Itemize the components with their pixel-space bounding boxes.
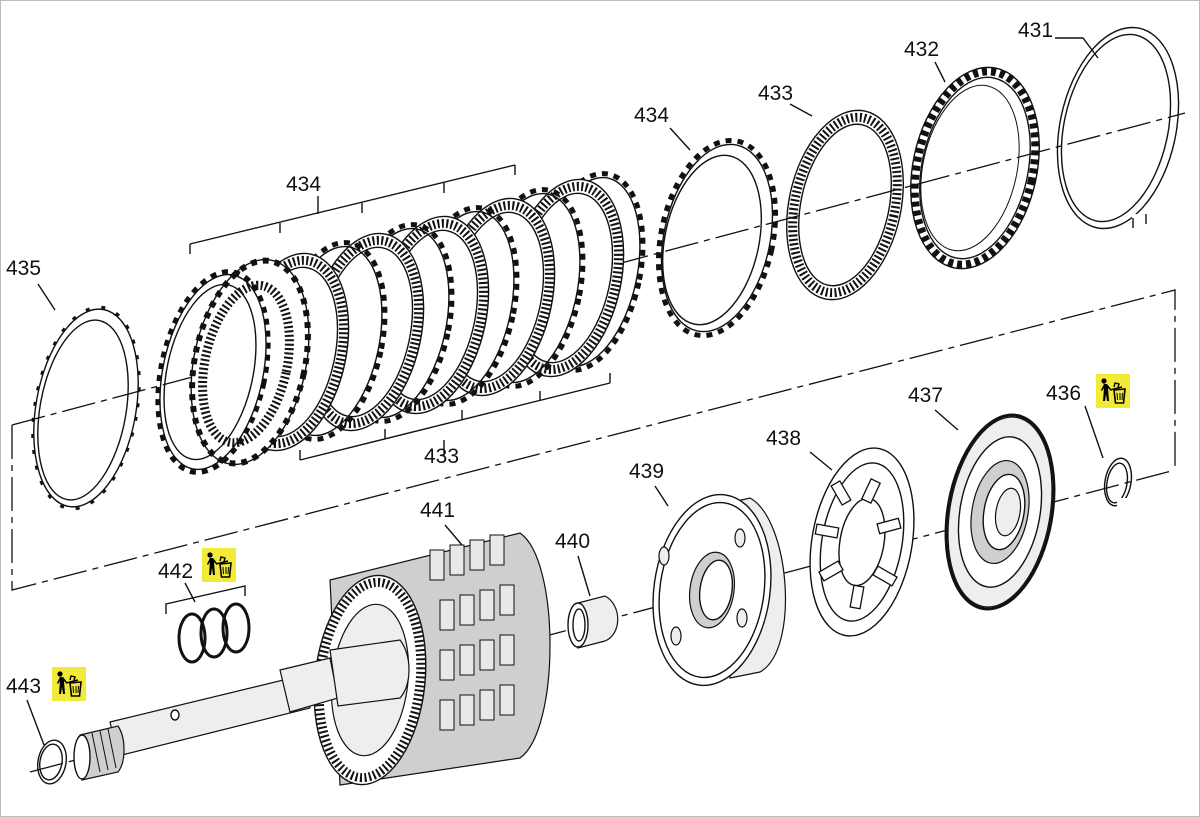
callout-437: 437 <box>908 384 943 407</box>
callout-431: 431 <box>1018 19 1053 42</box>
callout-438: 438 <box>766 427 801 450</box>
part-443-snap-ring <box>36 739 68 785</box>
part-441-input-drum-shaft <box>73 532 551 786</box>
callout-433-pack: 433 <box>424 445 459 468</box>
clutch-pack <box>155 164 646 475</box>
callout-439: 439 <box>629 460 664 483</box>
part-439-housing <box>652 493 786 687</box>
callout-labels: 431 432 433 434 434 435 433 436 437 438 … <box>6 19 1081 698</box>
leader-lines <box>26 37 1104 746</box>
callout-434-single: 434 <box>634 104 669 127</box>
callout-434-pack: 434 <box>286 173 321 196</box>
part-435-pressure-plate <box>31 305 141 511</box>
part-434-steel-plate <box>655 137 779 339</box>
discard-icon <box>1096 374 1130 408</box>
part-438-spring-plate <box>809 447 915 637</box>
callout-443: 443 <box>6 675 41 698</box>
callout-436: 436 <box>1046 382 1081 405</box>
upper-assembly <box>11 26 1186 511</box>
callout-432: 432 <box>904 38 939 61</box>
lower-assembly <box>29 413 1176 786</box>
callout-441: 441 <box>420 499 455 522</box>
callout-440: 440 <box>555 530 590 553</box>
part-431-snap-ring <box>1056 26 1180 230</box>
callout-433-single: 433 <box>758 82 793 105</box>
part-440-bushing <box>567 595 619 649</box>
part-433-friction-plate <box>786 109 904 301</box>
discard-icon <box>52 667 86 701</box>
part-442-seal-rings <box>165 585 251 664</box>
callout-435: 435 <box>6 257 41 280</box>
callout-442: 442 <box>158 560 193 583</box>
part-436-snap-ring <box>1103 457 1133 508</box>
part-432-backing-plate <box>910 66 1040 270</box>
pack-steel-plate-front <box>155 269 271 475</box>
disposal-badges <box>52 374 1130 701</box>
discard-icon <box>202 548 236 582</box>
pack-steel-plate <box>189 257 311 467</box>
part-437-piston <box>944 413 1056 611</box>
